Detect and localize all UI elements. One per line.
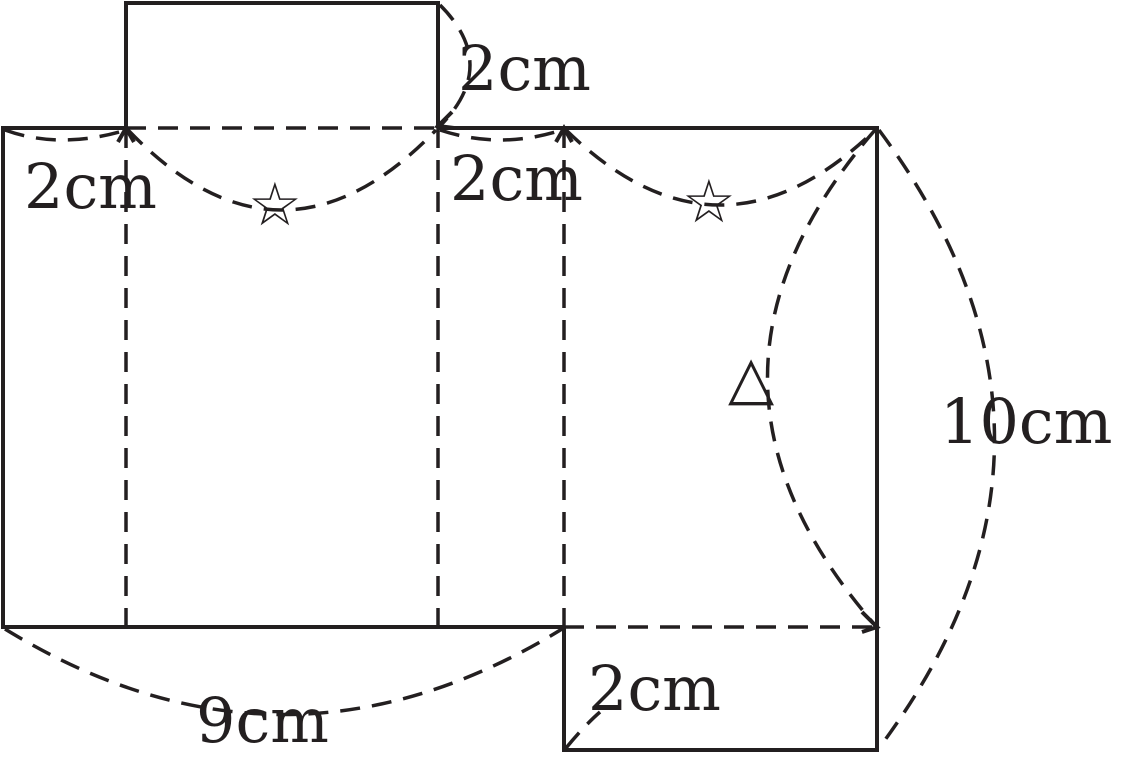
bottom-flap-outline [562, 627, 877, 752]
arrow-icon [433, 110, 455, 130]
label-bottom-flap: 2cm [588, 652, 721, 725]
arc-total-width [4, 627, 563, 717]
arc-star-right [564, 128, 877, 207]
triangle-icon: △ [728, 343, 774, 413]
arc-triangle [765, 128, 877, 627]
top-flap-outline [124, 1, 440, 128]
arrow-icon [554, 123, 574, 143]
label-left-strip: 2cm [24, 150, 157, 223]
arc-bottom-flap [564, 710, 602, 750]
arc-star-left [126, 128, 438, 212]
star-icon: ☆ [682, 167, 736, 237]
label-middle-strip: 2cm [450, 142, 583, 215]
arc-middle-strip [439, 128, 563, 142]
star-icon: ☆ [248, 170, 302, 240]
arc-top-flap [438, 3, 472, 128]
label-total-width: 9cm [196, 684, 329, 757]
arrow-icon [116, 123, 136, 143]
arc-total-height [877, 128, 997, 750]
arc-left-strip [4, 128, 127, 142]
label-total-height: 10cm [940, 385, 1112, 458]
label-top-flap: 2cm [458, 32, 591, 105]
arrow-icon [860, 610, 881, 634]
